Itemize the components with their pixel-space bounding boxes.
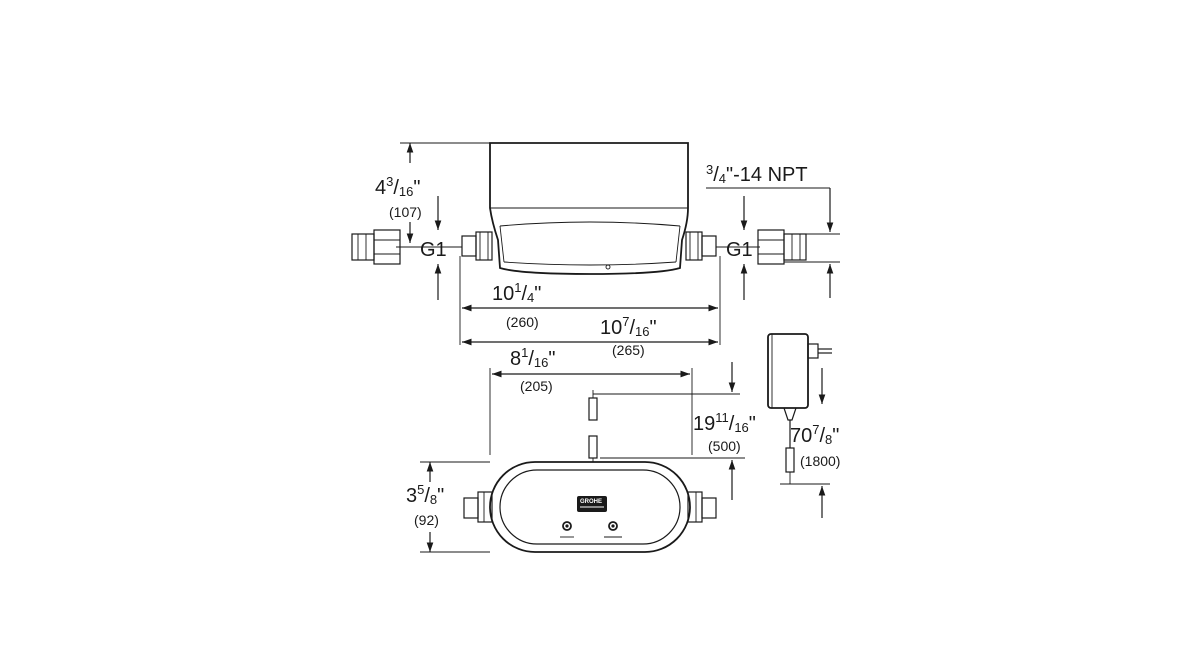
adapter-cable-label: 707/8" bbox=[790, 422, 839, 447]
left-outlet-stub bbox=[475, 231, 493, 261]
left-fitting bbox=[351, 229, 401, 265]
inner-length-label: 101/4" bbox=[492, 280, 541, 305]
right-outlet-stub bbox=[685, 231, 703, 261]
power-adapter: 707/8" (1800) bbox=[767, 333, 840, 518]
inner-length-mm: (260) bbox=[506, 314, 539, 330]
cable-length-mm: (500) bbox=[708, 438, 741, 454]
top-length-label: 81/16" bbox=[510, 345, 556, 370]
control-button-left bbox=[562, 521, 572, 531]
control-button-right bbox=[608, 521, 618, 531]
outer-length-label: 107/16" bbox=[600, 314, 657, 339]
thread-right-label: G1 bbox=[726, 239, 753, 261]
right-fitting bbox=[757, 229, 807, 265]
front-view: 43/16" (107) G1 G1 3/4"-14 NPT 101/4" (2… bbox=[351, 142, 840, 358]
top-view: GROHE 81/16" (205) 1911/16" bbox=[406, 345, 756, 553]
top-length-mm: (205) bbox=[520, 378, 553, 394]
top-housing bbox=[489, 461, 691, 553]
cable-length-label: 1911/16" bbox=[693, 410, 756, 435]
depth-label: 35/8" bbox=[406, 482, 444, 507]
height-dim-mm: (107) bbox=[389, 204, 422, 220]
front-housing bbox=[489, 142, 689, 275]
height-dim-label: 43/16" bbox=[375, 174, 421, 199]
outer-length-mm: (265) bbox=[612, 342, 645, 358]
depth-mm: (92) bbox=[414, 512, 439, 528]
svg-text:GROHE: GROHE bbox=[580, 499, 602, 505]
grohe-logo: GROHE bbox=[577, 496, 607, 512]
npt-thread-label: 3/4"-14 NPT bbox=[706, 162, 808, 186]
adapter-cable-mm: (1800) bbox=[800, 453, 840, 469]
adapter-body bbox=[767, 333, 809, 409]
thread-left-label: G1 bbox=[420, 239, 447, 261]
